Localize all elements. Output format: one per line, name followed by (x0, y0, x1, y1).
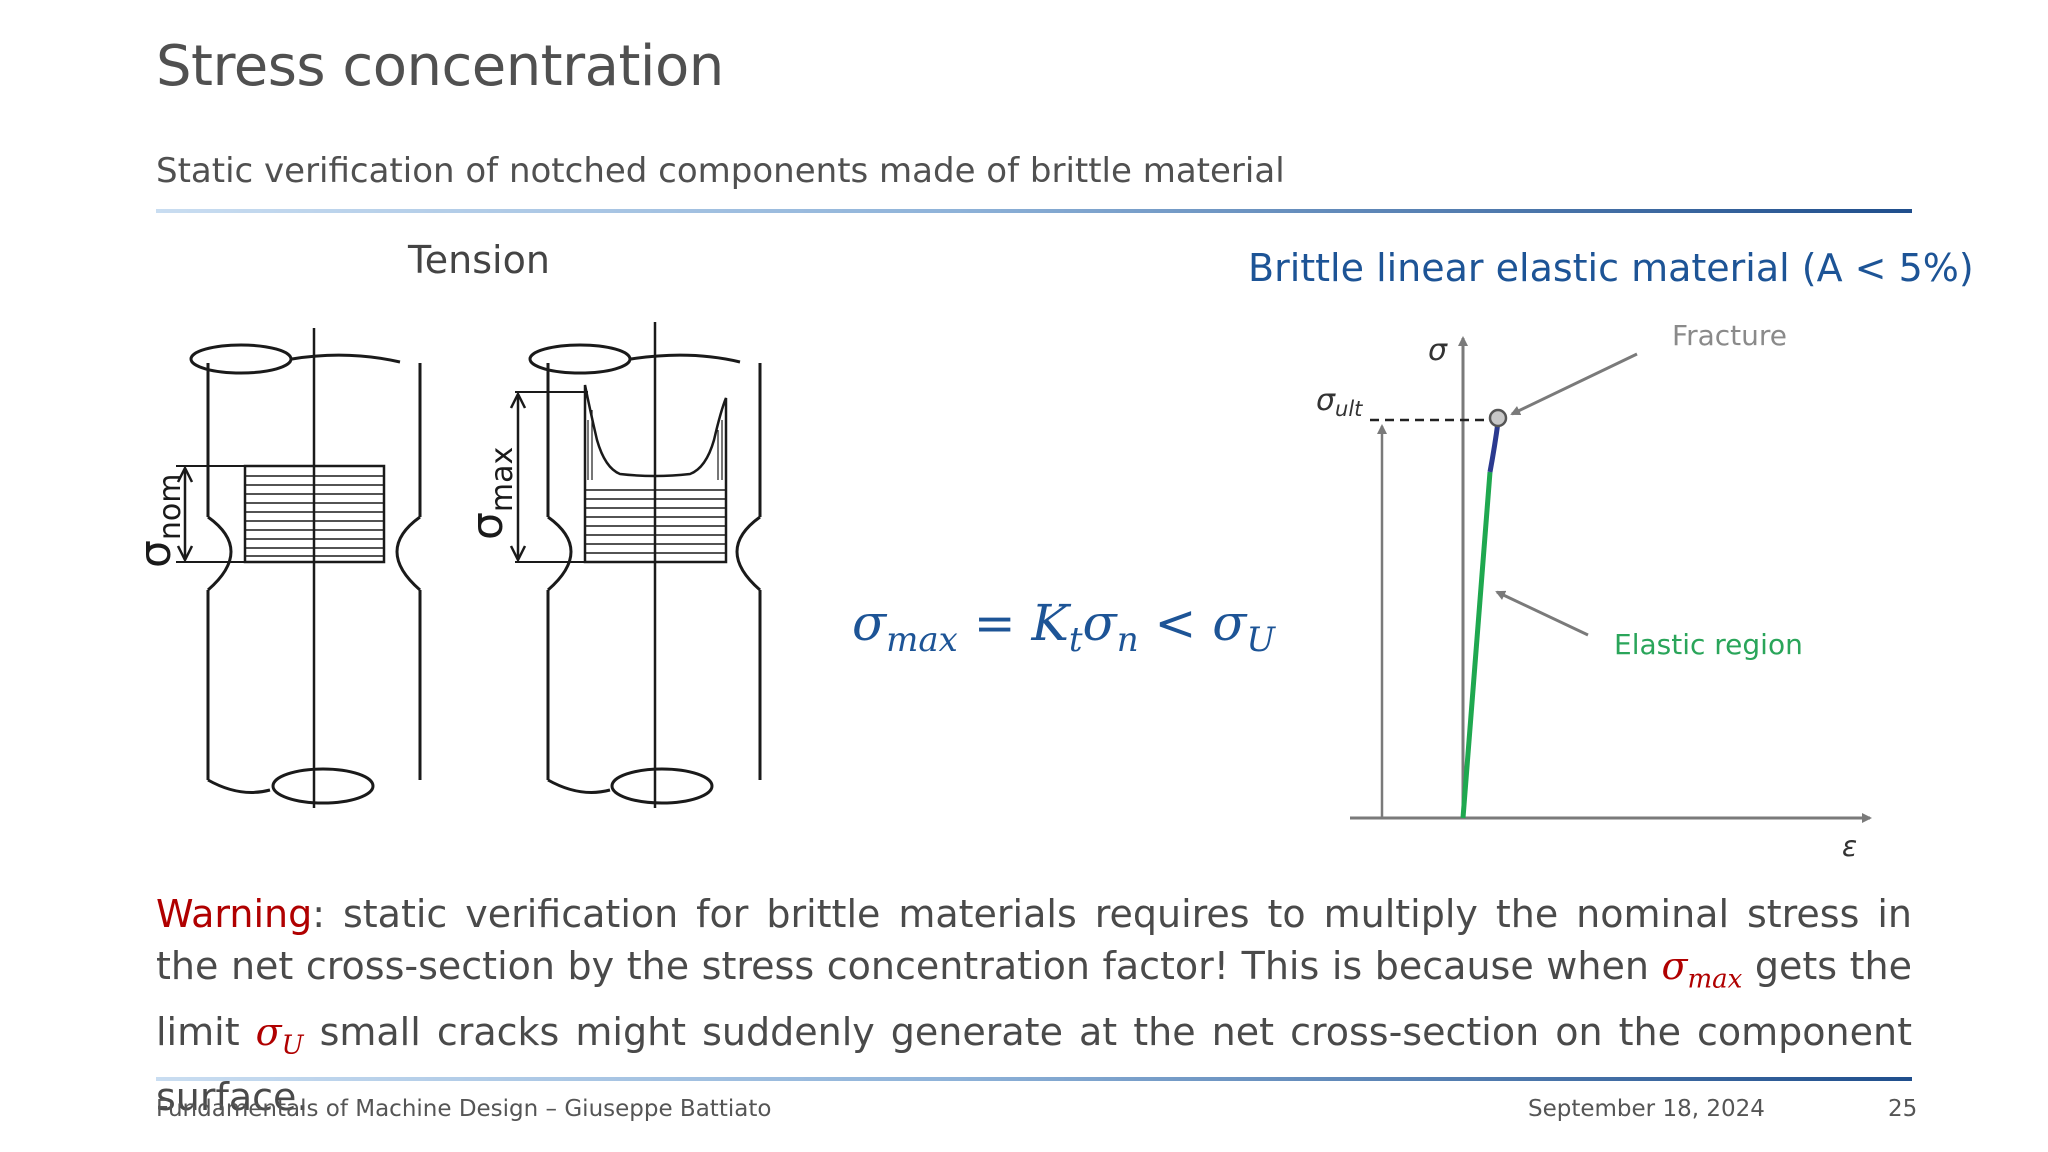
eq-kt: K (1031, 594, 1069, 652)
y-axis-label: σ (1428, 333, 1448, 368)
fracture-pointer-arrow (1510, 352, 1638, 416)
warning-keyword: Warning (156, 892, 313, 936)
footer-date: September 18, 2024 (1528, 1096, 1765, 1122)
warning-text-1: : static verification for brittle materi… (156, 892, 1912, 988)
eq-sigma-max: σ (852, 594, 887, 652)
svg-text:σult: σult (1316, 383, 1363, 421)
eq-sigma-u: σ (1212, 594, 1247, 652)
slide-title: Stress concentration (156, 34, 724, 99)
sigma-nom-subscript: nom (153, 474, 188, 541)
notched-bars-drawing: σnom σmax (130, 322, 762, 808)
elastic-line (1460, 471, 1493, 819)
warning-sigma-u: σU (255, 1009, 304, 1061)
warning-sigma-u-symbol: σ (255, 1009, 282, 1054)
sigma-max-label: σ (462, 512, 513, 540)
fracture-point (1488, 408, 1508, 428)
x-axis-label: ε (1842, 830, 1857, 863)
fracture-segment (1487, 421, 1501, 473)
header-divider (156, 209, 1912, 213)
ultimate-label: σ (1316, 383, 1336, 418)
eq-less-than: < (1138, 594, 1213, 652)
eq-sigma-max-sub: max (886, 620, 958, 660)
svg-text:σnom: σnom (130, 474, 188, 568)
sigma-max-subscript: max (485, 447, 520, 512)
sigma-nom-label: σ (130, 540, 181, 568)
footer-divider (156, 1077, 1912, 1081)
warning-text-2: gets the limit (156, 944, 1925, 1054)
eq-sigma-u-sub: U (1246, 620, 1276, 660)
svg-text:σmax: σmax (462, 447, 520, 540)
eq-sigma-n-sub: n (1116, 620, 1139, 660)
elastic-region-label: Elastic region (1614, 628, 1803, 661)
ultimate-label-sub: ult (1335, 397, 1363, 421)
slide-subtitle: Static verification of notched component… (156, 151, 1285, 191)
graph-heading: Brittle linear elastic material (A < 5%) (1248, 246, 1974, 290)
warning-sigma-u-sub: U (281, 1030, 304, 1061)
warning-sigma-max: σmax (1661, 944, 1743, 995)
page-number: 25 (1888, 1096, 1918, 1122)
eq-sigma-n: σ (1082, 594, 1117, 652)
warning-sigma-max-symbol: σ (1661, 944, 1688, 988)
footer-course: Fundamentals of Machine Design – Giusepp… (156, 1096, 772, 1122)
eq-kt-sub: t (1068, 620, 1083, 660)
eq-equals: = (957, 594, 1032, 652)
tension-heading: Tension (408, 238, 550, 282)
stress-equation: σmax = Ktσn < σU (852, 594, 1275, 660)
fracture-label: Fracture (1672, 320, 1787, 352)
elastic-pointer-arrow (1495, 590, 1589, 637)
warning-paragraph: Warning: static verification for brittle… (156, 888, 1912, 1123)
warning-sigma-max-sub: max (1687, 964, 1743, 995)
warning-text-3: small cracks might suddenly generate at … (156, 1009, 1912, 1120)
stress-strain-graph: σ ε σult Fracture Elastic region (1316, 320, 1872, 863)
